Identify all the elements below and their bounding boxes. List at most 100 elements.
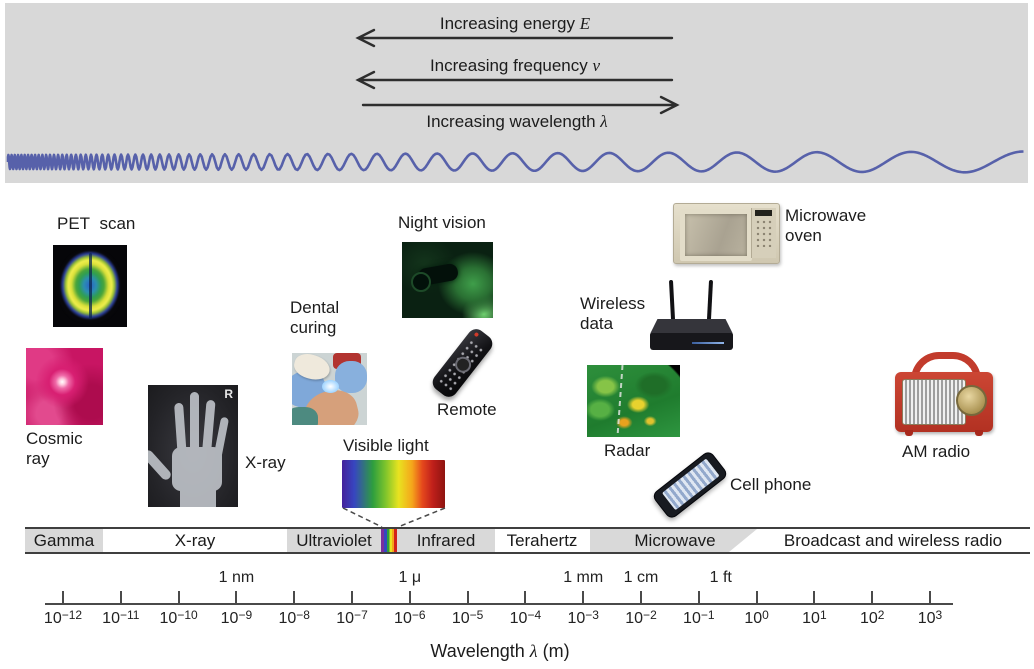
- remote-body: [429, 325, 496, 401]
- cosmic-ray-label: Cosmic ray: [26, 429, 83, 469]
- axis-tick-label: 10−2: [625, 608, 657, 627]
- frequency-symbol: ν: [592, 56, 601, 75]
- axis-tick-label: 10−1: [683, 608, 715, 627]
- axis-tick-label: 100: [744, 608, 769, 627]
- axis-tick-label: 10−8: [278, 608, 310, 627]
- router-front-face: [650, 333, 733, 350]
- unit-marker-1-ft: 1 ft: [709, 569, 732, 586]
- axis-tick: [177, 591, 180, 603]
- arrows-and-wave-svg: [6, 28, 1024, 174]
- axis-tick: [235, 591, 238, 603]
- unit-marker-1-mm: 1 mm: [563, 569, 604, 586]
- increasing-energy-label: Increasing energy E: [440, 14, 590, 34]
- increasing-energy-arrow: [355, 28, 674, 48]
- radio-grille: [902, 379, 966, 425]
- visible-light-spectrum: [342, 460, 445, 508]
- axis-tick-label: 10−10: [159, 608, 198, 627]
- axis-tick: [524, 591, 527, 603]
- axis-line: [45, 603, 953, 605]
- band-segment-visible: [381, 529, 397, 552]
- band-label-ultraviolet: Ultraviolet: [296, 531, 372, 550]
- unit-marker-1-cm: 1 cm: [623, 569, 659, 586]
- axis-title-symbol: λ: [529, 641, 538, 661]
- router-antenna-right: [706, 279, 714, 321]
- increasing-wavelength-arrow: [361, 95, 680, 115]
- radar-scope-edge: [587, 365, 680, 437]
- axis-tick: [640, 591, 642, 603]
- microwave-window: [680, 209, 752, 261]
- dental-scrubs: [292, 407, 318, 425]
- wireless-data-label: Wireless data: [580, 294, 646, 334]
- band-segment-gamma: [25, 529, 103, 552]
- axis-tick: [871, 591, 874, 603]
- microwave-display: [755, 210, 772, 216]
- band-segment-microwave: [590, 529, 757, 552]
- xray-corner-mark: R: [224, 387, 233, 401]
- band-label-infrared: Infrared: [416, 531, 476, 550]
- band-label-gamma: Gamma: [33, 531, 95, 550]
- axis-tick: [697, 591, 700, 603]
- increasing-frequency-text: Increasing frequency: [429, 56, 588, 75]
- axis-title: Wavelength λ (m): [430, 641, 569, 662]
- wavelength-symbol: λ: [600, 112, 608, 131]
- axis-tick: [62, 591, 64, 603]
- axis-tick: [755, 591, 758, 603]
- dental-light-glow: [322, 380, 339, 393]
- am-radio-image: [895, 352, 995, 440]
- unit-marker-1-nm: 1 nm: [218, 569, 255, 586]
- axis-tick-label: 10−7: [336, 608, 368, 627]
- axis-tick: [119, 591, 122, 603]
- am-radio-label: AM radio: [902, 442, 971, 461]
- axis-tick: [813, 591, 816, 603]
- radio-foot-right: [975, 430, 983, 436]
- axis-tick-label: 10−9: [220, 608, 253, 627]
- top-panel: Increasing energy E Increasing frequency…: [5, 3, 1028, 183]
- remote-label: Remote: [437, 400, 497, 419]
- axis-tick: [929, 591, 931, 603]
- radio-foot-left: [905, 430, 913, 436]
- energy-symbol: E: [579, 14, 591, 33]
- unit-marker-1-: 1 μ: [398, 569, 422, 586]
- band-label-microwave: Microwave: [634, 531, 716, 550]
- axis-tick-label: 10−4: [509, 608, 542, 627]
- xray-image: R: [148, 385, 238, 507]
- increasing-energy-text: Increasing energy: [439, 14, 576, 33]
- band-label-terahertz: Terahertz: [506, 531, 578, 550]
- band-segment-ultraviolet: [287, 529, 381, 552]
- dental-glove-right: [335, 361, 367, 393]
- microwave-oven-label: Microwave oven: [785, 206, 867, 246]
- pet-scan-label: PET scan: [57, 214, 136, 233]
- axis-tick-label: 10−12: [43, 608, 83, 627]
- microwave-keypad: [755, 219, 773, 247]
- axis-tick: [293, 591, 296, 603]
- cell-phone-image: [650, 449, 735, 522]
- night-vision-label: Night vision: [398, 213, 486, 232]
- axis-tick-label: 102: [859, 608, 885, 627]
- axis-title-text: Wavelength: [430, 641, 525, 661]
- cell-phone-screen: [661, 458, 720, 511]
- increasing-frequency-arrow: [355, 70, 674, 90]
- cosmic-ray-image: [26, 348, 103, 425]
- radar-image: [587, 365, 680, 437]
- pet-brain-fissure: [89, 253, 93, 319]
- band-segment-infrared: [397, 529, 495, 552]
- pet-scan-image: [53, 245, 127, 327]
- visible-light-label: Visible light: [343, 436, 429, 455]
- axis-tick: [582, 591, 585, 603]
- axis-tick-label: 10−6: [394, 608, 426, 627]
- router-top-face: [650, 319, 733, 334]
- dental-curing-image: [292, 353, 367, 425]
- axis-tick: [351, 591, 353, 603]
- increasing-frequency-label: Increasing frequency ν: [430, 56, 600, 76]
- band-label-broadcast-and-wireless-radio: Broadcast and wireless radio: [783, 531, 1003, 550]
- xray-label: X-ray: [245, 453, 286, 472]
- axis-tick: [408, 591, 411, 603]
- router-antenna-left: [668, 279, 676, 321]
- increasing-wavelength-label: Increasing wavelength λ: [426, 112, 607, 132]
- night-vision-image: [402, 242, 493, 318]
- axis-tick-label: 10−5: [451, 608, 484, 627]
- visible-light-connectors: [342, 507, 446, 528]
